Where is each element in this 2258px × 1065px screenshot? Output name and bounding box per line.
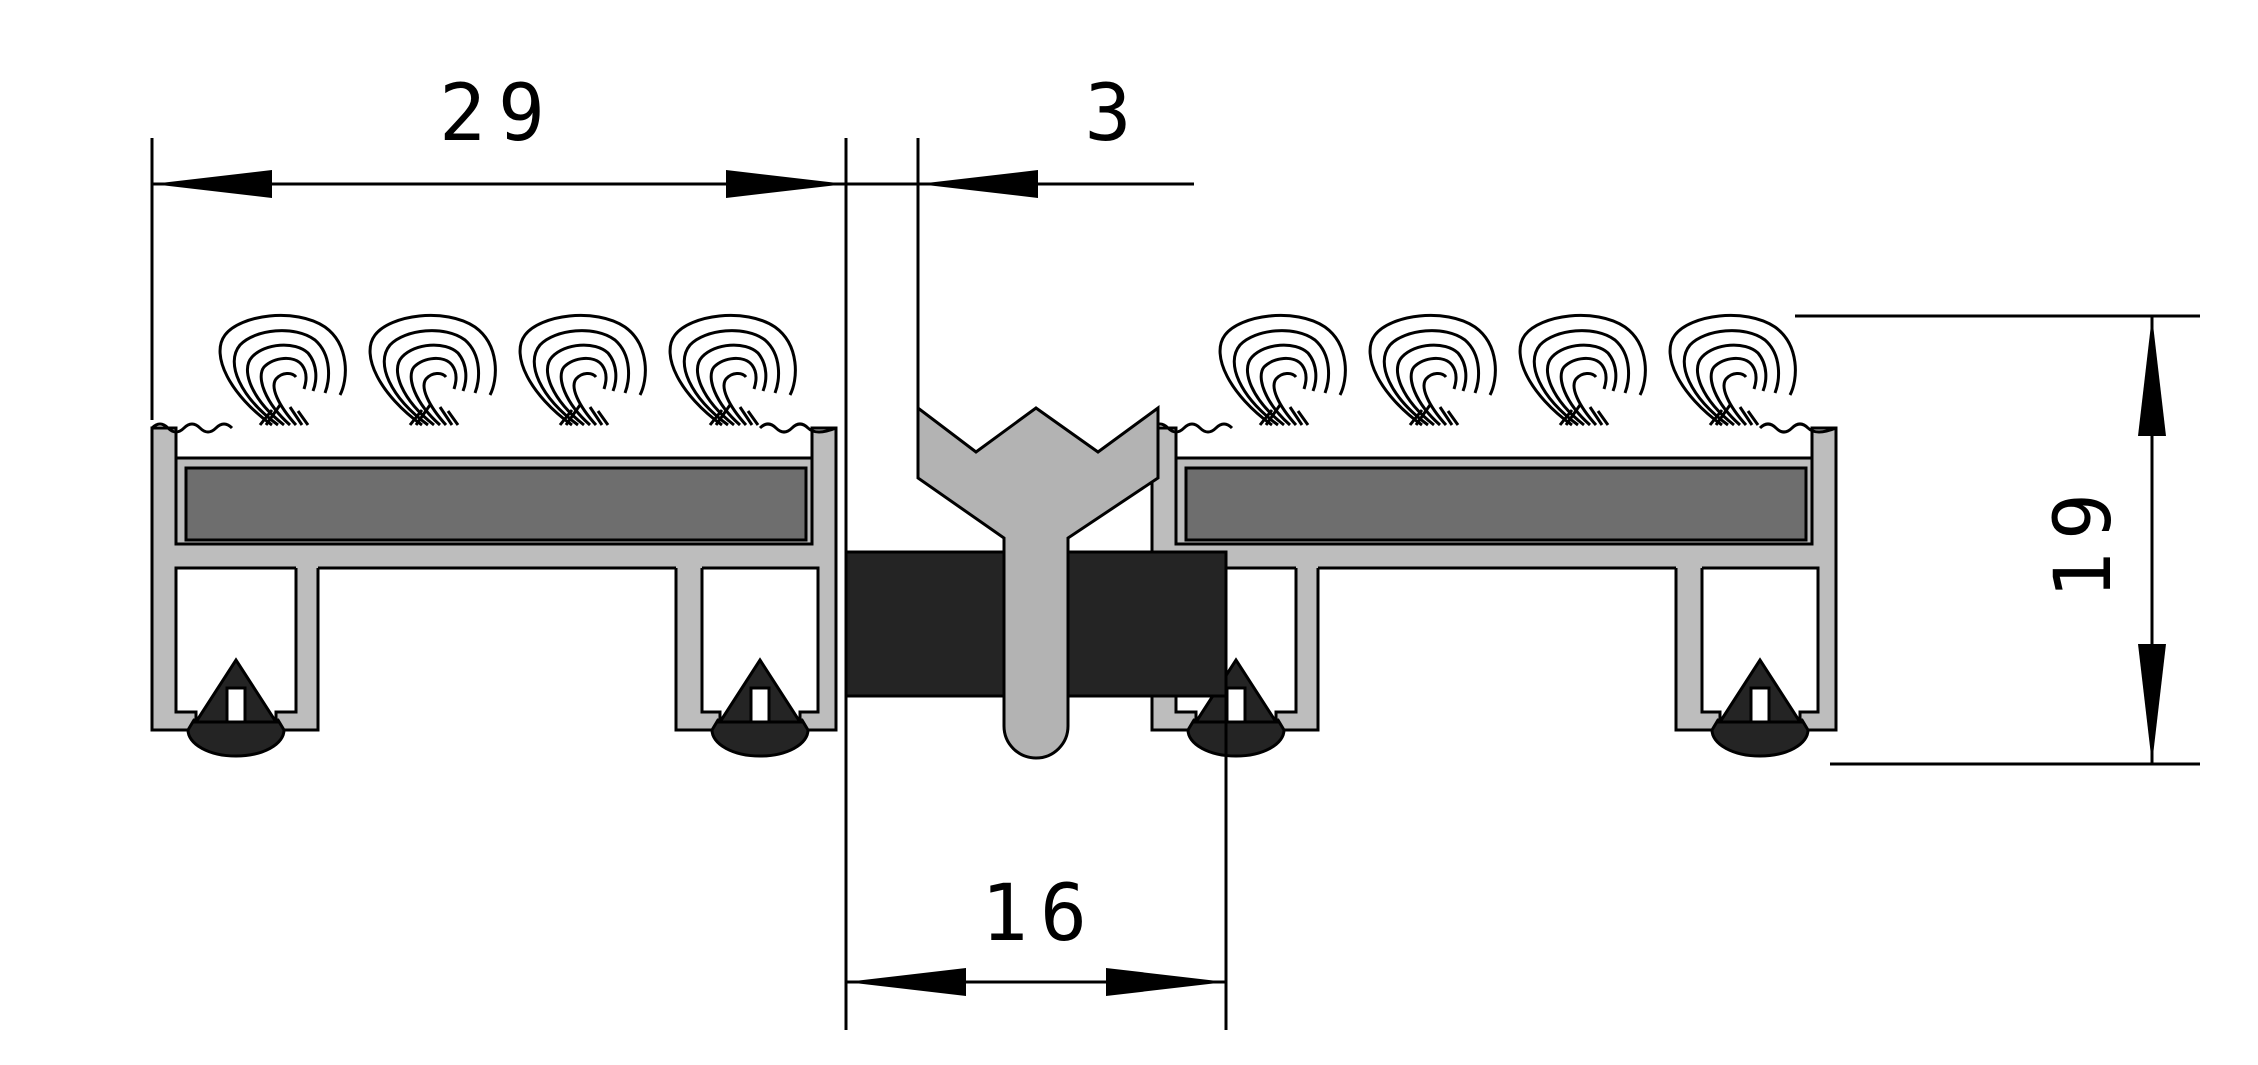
- dimension-joint-width: 16: [844, 696, 1228, 1030]
- right-profile-module: [1150, 313, 1838, 758]
- dimension-label-3: 3: [1085, 69, 1144, 159]
- left-insert-strip: [184, 466, 808, 542]
- left-foot-1: [186, 658, 286, 758]
- left-foot-2: [710, 658, 810, 758]
- left-profile-module: [150, 313, 838, 758]
- dimension-label-29: 29: [439, 69, 557, 159]
- dimension-label-19: 19: [2039, 481, 2129, 599]
- dimension-module-width: 29: [150, 69, 848, 552]
- dimension-label-16: 16: [981, 869, 1099, 959]
- dimension-height: 19: [1795, 314, 2200, 766]
- connector-profile: [916, 404, 1160, 760]
- left-tufts: [218, 313, 797, 427]
- dimension-gap: 3: [846, 69, 1194, 408]
- right-insert-strip: [1184, 466, 1808, 542]
- right-tufts: [1218, 313, 1797, 427]
- right-foot-2: [1710, 658, 1810, 758]
